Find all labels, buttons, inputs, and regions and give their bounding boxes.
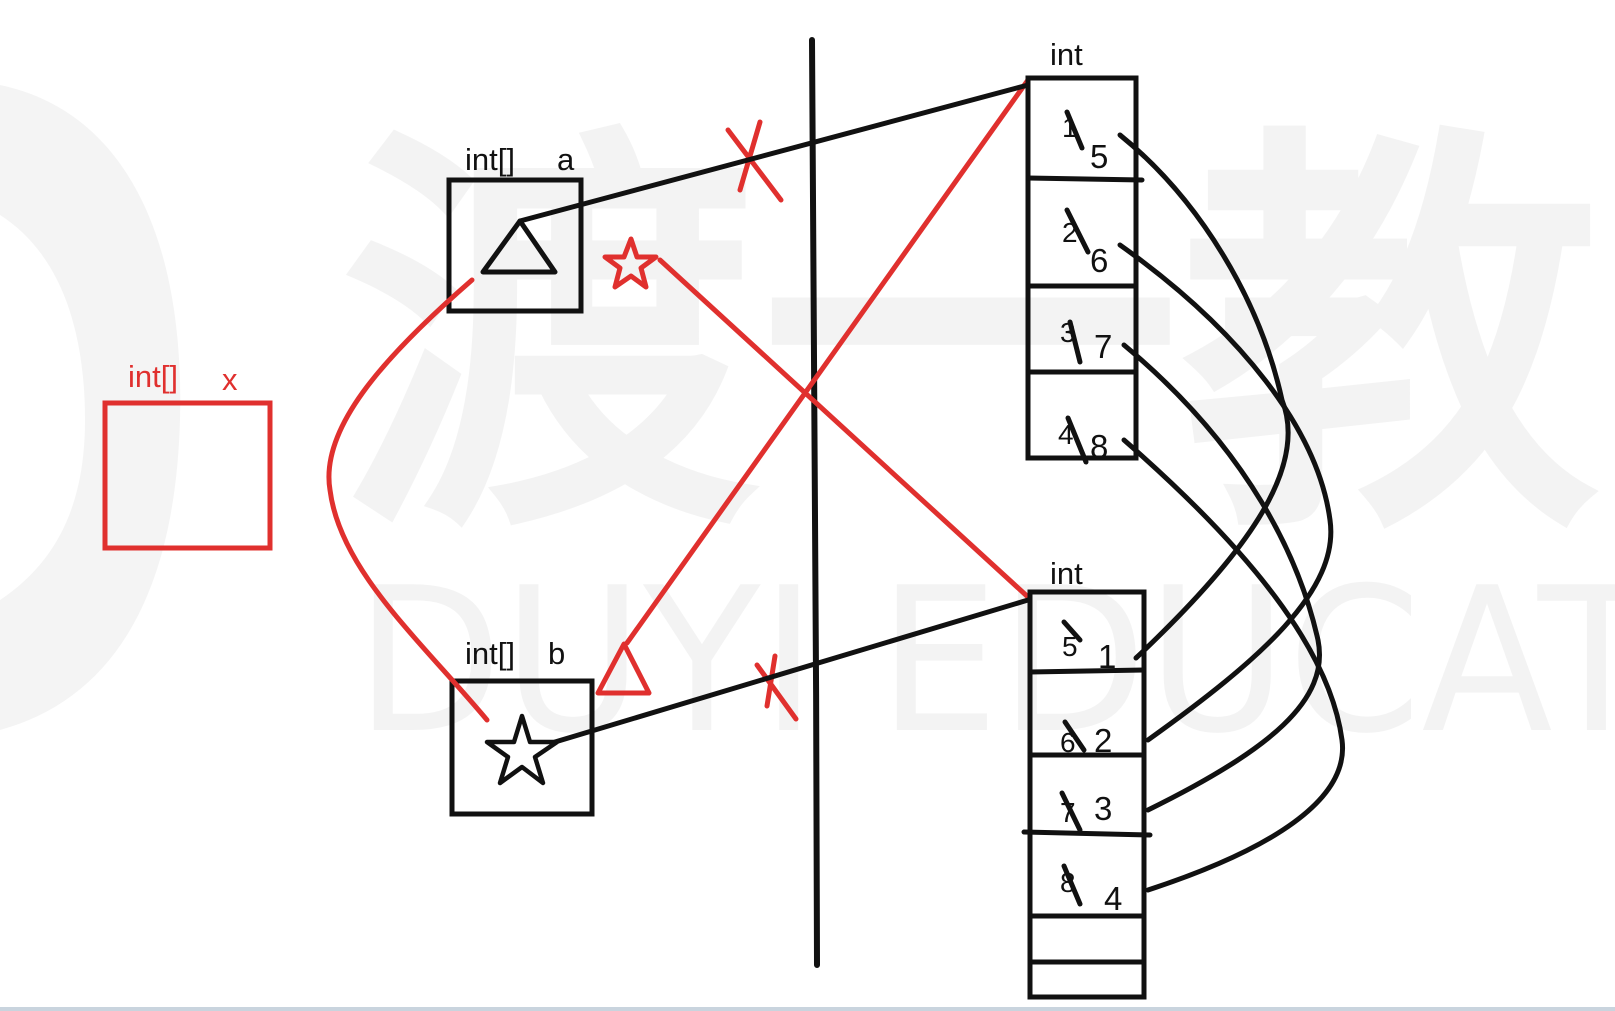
red-pointer-to-triangle [624, 77, 1031, 646]
new-value: 2 [1094, 722, 1112, 759]
strike-mark [1064, 109, 1085, 151]
strike-mark [1061, 863, 1083, 907]
cross-out-mark-bottom [754, 653, 799, 722]
variable-a-box [446, 177, 584, 314]
new-value: 6 [1090, 242, 1108, 279]
cross-out-mark-top [725, 119, 784, 203]
watermark-logo-text: 渡一教 [340, 96, 1600, 585]
new-value: 8 [1090, 428, 1108, 465]
array-cell: 2 6 [1062, 207, 1108, 279]
new-value: 3 [1094, 790, 1112, 827]
pointer-a-to-top-array [517, 82, 1031, 224]
triangle-icon [480, 218, 558, 275]
new-value: 4 [1104, 880, 1122, 917]
heap-array-bottom: int 5 1 6 2 7 3 8 4 [1021, 556, 1153, 1000]
new-value: 7 [1094, 328, 1112, 365]
new-value: 5 [1090, 138, 1108, 175]
old-value: 1 [1062, 112, 1078, 143]
window-bottom-edge [0, 1007, 1615, 1011]
strike-mark [1059, 790, 1083, 833]
variable-b-box [449, 678, 595, 817]
old-value: 5 [1062, 631, 1078, 662]
cell-divider [1021, 829, 1153, 838]
heap-array-bottom-box [1027, 589, 1147, 1000]
variable-x-name-label: x [222, 362, 238, 397]
array-cell: 1 5 [1062, 109, 1108, 175]
red-pointer-to-star [657, 257, 1031, 600]
triangle-icon [595, 641, 652, 696]
cell-divider [1025, 175, 1145, 183]
strike-mark [1065, 415, 1089, 465]
variable-a-name-label: a [557, 142, 575, 177]
strike-mark [1067, 319, 1083, 365]
copy-curve [1117, 242, 1334, 743]
array-cell: 8 4 [1060, 863, 1122, 917]
array-cell: 3 7 [1060, 317, 1112, 365]
heap-array-top-type-label: int [1050, 37, 1083, 72]
variable-a: int[] a [446, 142, 584, 314]
swap-curve-a-to-b [326, 277, 490, 723]
strike-mark [1061, 619, 1083, 643]
new-value: 1 [1098, 638, 1116, 675]
variable-b: int[] b [449, 636, 595, 817]
stack-heap-divider [809, 37, 820, 968]
copy-curves [1117, 132, 1346, 893]
variable-x-box [102, 400, 273, 551]
reassignment-marks [326, 77, 1031, 723]
copy-curve [1121, 437, 1346, 893]
variable-b-name-label: b [548, 636, 565, 671]
cell-divider [1027, 667, 1147, 675]
watermark-logo-mark [0, 85, 181, 730]
array-cell: 4 8 [1058, 415, 1108, 465]
strike-mark [1062, 719, 1087, 753]
variable-b-type-label: int[] [465, 636, 515, 671]
variable-a-type-label: int[] [465, 142, 515, 177]
array-cell: 7 3 [1059, 790, 1112, 833]
array-cell: 5 1 [1061, 619, 1116, 675]
array-cell: 6 2 [1060, 719, 1112, 759]
star-icon [602, 236, 659, 290]
heap-array-bottom-type-label: int [1050, 556, 1083, 591]
strike-mark [1064, 207, 1091, 255]
pointer-b-to-bottom-array [552, 597, 1031, 745]
copy-curve [1121, 342, 1322, 813]
watermark: 渡一教 DUYI EDUCAT [0, 85, 1615, 778]
variable-x-type-label: int[] [128, 359, 178, 394]
heap-array-top: int 1 5 2 6 3 7 4 8 [1025, 37, 1145, 465]
star-icon [484, 713, 560, 786]
old-value: 7 [1060, 797, 1076, 828]
variable-x: int[] x [102, 359, 273, 551]
